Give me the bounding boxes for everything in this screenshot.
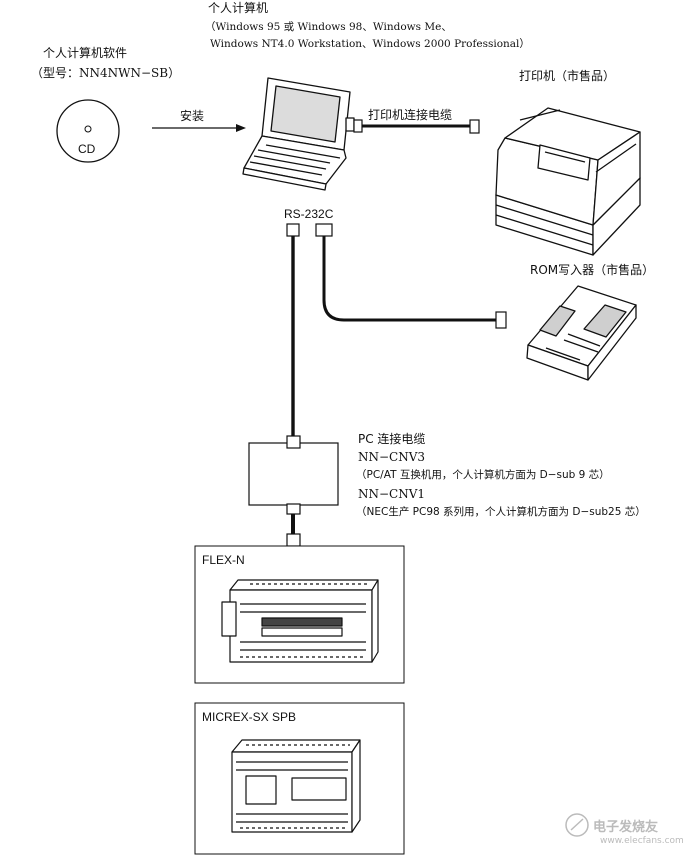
pc-cable-model1: NN−CNV3 xyxy=(358,450,426,464)
software-model: （型号：NN4NWN−SB） xyxy=(31,66,181,80)
rom-writer-label: ROM写入器（市售品） xyxy=(530,263,655,277)
rom-writer-cable xyxy=(322,236,496,322)
printer-cable-label: 打印机连接电缆 xyxy=(368,108,453,122)
software-title: 个人计算机软件 xyxy=(43,46,128,60)
micrex-plc-icon xyxy=(231,739,361,833)
rom-writer-icon xyxy=(526,285,637,381)
pc-os-line1: （Windows 95 或 Windows 98、Windows Me、 xyxy=(205,21,452,33)
printer-label: 打印机（市售品） xyxy=(519,69,616,83)
pc-cable-converter xyxy=(248,435,339,547)
cd-label: CD xyxy=(78,142,96,156)
pc-cable-desc1: （PC/AT 互换机用，个人计算机方面为 D−sub 9 芯） xyxy=(356,469,610,481)
pc-title: 个人计算机 xyxy=(208,1,269,15)
pc-cable-model2: NN−CNV1 xyxy=(358,487,426,501)
laptop-icon xyxy=(242,77,355,191)
cd-icon xyxy=(56,99,120,163)
printer-cable xyxy=(353,119,480,134)
rs232c-label: RS-232C xyxy=(284,207,334,221)
watermark-url: www.elecfans.com xyxy=(600,836,684,846)
install-label: 安装 xyxy=(180,109,205,123)
printer-icon xyxy=(495,107,641,256)
flex-n-plc-icon xyxy=(221,579,379,663)
plc1-label: FLEX-N xyxy=(202,553,245,567)
pc-cable-desc2: （NEC生产 PC98 系列用，个人计算机方面为 D−sub25 芯） xyxy=(356,506,646,518)
pc-cable-title: PC 连接电缆 xyxy=(358,432,426,446)
watermark-text: 电子发烧友 xyxy=(593,820,659,835)
rs232c-connectors xyxy=(286,223,333,237)
install-arrow xyxy=(152,124,246,132)
pc-os-line2: Windows NT4.0 Workstation、Windows 2000 P… xyxy=(210,38,530,50)
watermark-logo xyxy=(565,813,589,837)
plc2-label: MICREX-SX SPB xyxy=(202,710,297,724)
